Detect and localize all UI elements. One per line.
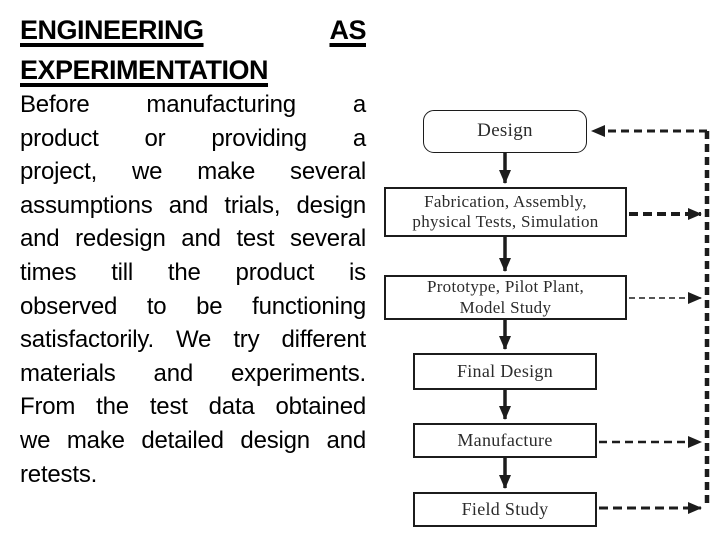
flowchart-box-manufacture: Manufacture xyxy=(413,423,597,458)
flowchart-box-design: Design xyxy=(423,110,587,153)
paragraph-line: observed to be functioning xyxy=(20,292,366,320)
paragraph-line: From the test data obtained xyxy=(20,393,366,421)
flowchart-connectors xyxy=(499,125,710,514)
paragraph-line: satisfactorily. We try different xyxy=(20,326,366,354)
slide-title-line1: ENGINEERING AS xyxy=(20,10,366,50)
paragraph-line: Before manufacturing a xyxy=(20,91,366,118)
slide-title-word-as: AS xyxy=(329,15,366,45)
slide-title: ENGINEERING AS EXPERIMENTATION xyxy=(20,10,366,90)
slide-title-line2: EXPERIMENTATION xyxy=(20,55,269,85)
flowchart-box-final-design: Final Design xyxy=(413,353,597,390)
paragraph-line: and redesign and test several xyxy=(20,225,366,253)
design-process-flowchart: Design Fabrication, Assembly, physical T… xyxy=(380,100,720,540)
slide-paragraph: Before manufacturing a product or provid… xyxy=(20,88,366,491)
slide-title-word-engineering: ENGINEERING xyxy=(20,15,204,45)
paragraph-line: assumptions and trials, design xyxy=(20,191,366,219)
paragraph-line: times till the product is xyxy=(20,258,366,286)
paragraph-line: retests. xyxy=(20,460,98,488)
paragraph-line: we make detailed design and xyxy=(20,426,366,454)
paragraph-line: project, we make several xyxy=(20,158,366,186)
paragraph-line: materials and experiments. xyxy=(20,359,366,387)
flowchart-box-prototype: Prototype, Pilot Plant, Model Study xyxy=(384,275,627,320)
flowchart-box-field-study: Field Study xyxy=(413,492,597,527)
flowchart-box-fabrication: Fabrication, Assembly, physical Tests, S… xyxy=(384,187,627,237)
paragraph-line: product or providing a xyxy=(20,124,366,152)
